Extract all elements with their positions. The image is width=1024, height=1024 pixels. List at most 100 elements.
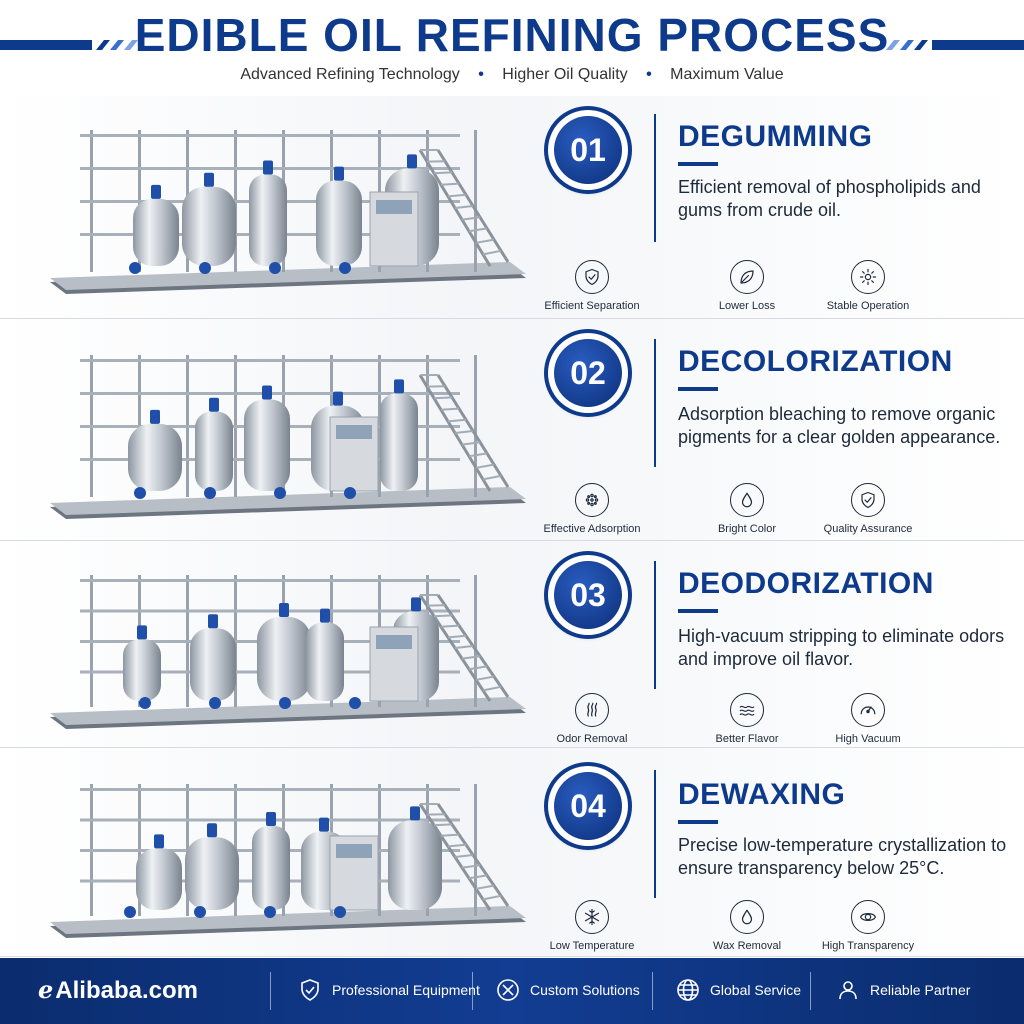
divider-line — [654, 114, 656, 242]
staircase-step — [468, 452, 488, 458]
steel-tank — [249, 174, 287, 266]
footer-item-global-service: Global Service — [676, 978, 801, 1002]
divider-line — [654, 561, 656, 689]
tank-motor — [263, 160, 273, 175]
steel-tank — [128, 423, 182, 491]
globe-icon — [677, 979, 699, 1001]
feature-item: Quality Assurance — [798, 483, 938, 535]
waves-icon — [739, 705, 755, 716]
feature-icon-ring — [575, 483, 609, 517]
staircase-step — [454, 854, 474, 858]
equipment-illustration — [50, 130, 526, 294]
pipe — [80, 134, 460, 137]
feature-icon-ring — [851, 260, 885, 294]
shield-check-icon — [301, 979, 319, 1001]
feature-icon-ring — [851, 483, 885, 517]
feature-item: High Transparency — [798, 900, 938, 952]
tank-motor — [207, 823, 217, 838]
blue-pump — [134, 487, 146, 499]
header: EDIBLE OIL REFINING PROCESS Advanced Ref… — [0, 0, 1024, 96]
alibaba-logo[interactable]: ℯAlibaba.com — [38, 976, 198, 1005]
title-underline — [678, 387, 718, 391]
staircase-step — [461, 655, 481, 660]
footer-item-reliable-partner: Reliable Partner — [836, 978, 970, 1002]
equipment-illustration — [50, 575, 526, 729]
step-description: Adsorption bleaching to remove organic p… — [678, 404, 1001, 447]
footer-divider — [270, 972, 271, 1010]
tank-motor — [334, 166, 344, 181]
staircase-step — [482, 249, 502, 256]
leaf-icon — [740, 270, 754, 284]
staircase-step — [447, 634, 467, 639]
step-title: DEODORIZATION — [678, 567, 934, 600]
steel-tank — [257, 617, 311, 701]
divider-line — [654, 339, 656, 467]
snowflake-icon — [584, 908, 600, 926]
staircase-step — [468, 227, 488, 233]
steel-tank — [185, 837, 239, 910]
pipe — [80, 579, 460, 582]
control-panel — [376, 635, 412, 649]
staircase-step — [433, 614, 453, 618]
feature-icon-ring — [730, 483, 764, 517]
blue-pump — [349, 697, 361, 709]
blue-pump — [129, 262, 141, 274]
staircase-step — [482, 685, 502, 692]
equipment-illustration — [50, 784, 526, 938]
steel-tank — [195, 411, 233, 491]
feature-icon-ring — [730, 260, 764, 294]
step-number: 03 — [554, 561, 622, 629]
tank-motor — [410, 806, 420, 821]
step-number-badge: 02 — [548, 333, 628, 413]
staircase-step — [468, 665, 488, 671]
divider-line — [654, 770, 656, 898]
steel-tank — [244, 399, 290, 491]
dots-circle-icon — [585, 493, 599, 507]
tank-motor — [407, 154, 417, 169]
footer-item-label: Custom Solutions — [530, 982, 640, 998]
droplet-icon — [741, 909, 753, 925]
pipe — [80, 788, 460, 791]
feature-icon-ring — [851, 900, 885, 934]
footer-item-label: Professional Equipment — [332, 982, 480, 998]
staircase-step — [475, 675, 495, 681]
step-number-badge: 01 — [548, 110, 628, 190]
footer-item-label: Reliable Partner — [870, 982, 971, 998]
steel-tank — [182, 186, 236, 266]
header-decoration-left — [0, 40, 138, 50]
feature-item: Bright Color — [677, 483, 817, 535]
blue-pump — [139, 697, 151, 709]
control-panel — [336, 425, 372, 439]
blue-pump — [199, 262, 211, 274]
footer-item-label: Global Service — [710, 982, 802, 998]
staircase-step — [461, 216, 481, 221]
feature-label: Effective Adsorption — [543, 523, 641, 535]
feature-item: High Vacuum — [798, 693, 938, 745]
feature-icon-ring — [575, 900, 609, 934]
eye-icon — [859, 913, 877, 921]
tank-motor — [154, 834, 164, 849]
steel-tank — [136, 848, 182, 910]
steam-icon — [587, 702, 598, 717]
blue-pump — [269, 262, 281, 274]
step-title: DEWAXING — [678, 778, 846, 811]
tank-motor — [137, 625, 147, 640]
blue-pump — [209, 697, 221, 709]
feature-item: Effective Adsorption — [522, 483, 662, 535]
tank-motor — [209, 397, 219, 412]
subtitle-separator: • — [646, 66, 652, 83]
staircase-step — [461, 864, 481, 869]
brand-name: Alibaba.com — [55, 977, 198, 1004]
subtitle-item: Advanced Refining Technology — [240, 66, 460, 83]
staircase-step — [475, 463, 495, 469]
step-number: 04 — [554, 772, 622, 840]
feature-item: Efficient Separation — [522, 260, 662, 312]
staircase-step — [482, 894, 502, 901]
footer-divider — [472, 972, 473, 1010]
gauge-icon — [860, 706, 876, 715]
tank-motor — [279, 603, 289, 617]
